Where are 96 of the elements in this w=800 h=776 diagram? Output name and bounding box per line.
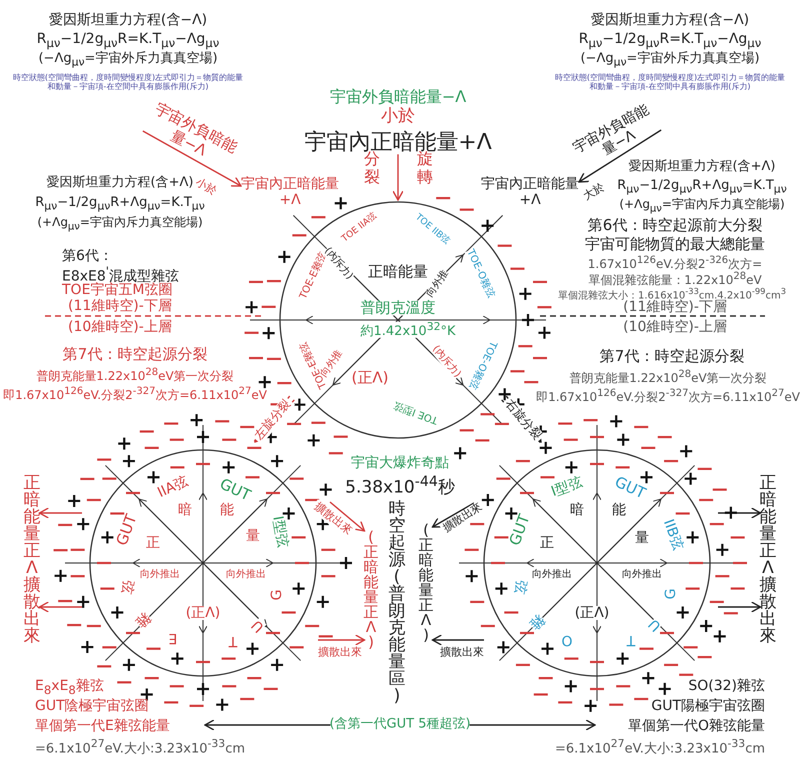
node-text: SO(32)雜弦 (688, 678, 765, 694)
arrow (330, 501, 366, 532)
label-text: 第6代： (62, 248, 113, 264)
label-text: (−Λg$_{μν}$=宇宙外斥力真真空場) (38, 52, 218, 70)
node-text: 正暗能量正Λ擴散出來 (24, 475, 40, 645)
label-text: 普朗克能量1.22x10$^{28}$eV第一次分裂 (569, 369, 767, 386)
circle-label: 普朗克溫度 (360, 300, 436, 316)
label-text: (10維時空)-上層 (623, 319, 727, 336)
circle-label: 暗 (178, 503, 192, 517)
arrow (318, 634, 366, 646)
arrow (718, 601, 762, 613)
circle-label: G (270, 590, 284, 600)
circle-label: (正Λ) (574, 606, 610, 620)
circle-label: 向外推出 (532, 570, 572, 580)
node-text: 單個第一代O雜弦能量 (628, 718, 765, 734)
node-text: 宇宙外負暗能量−Λ (330, 88, 466, 106)
label-text: 時空狀態(空間彎曲程，度時間變慢程度)左式即引力＝物質的能量和動量－宇宙項-在空間中具有膨脹作用(斥力) (12, 73, 244, 92)
node-text: 時空起源(普朗克能量區) (388, 501, 406, 705)
node-text: GUT陽極宇宙弦圈 (651, 698, 765, 714)
node-text: (正暗能量正Λ) (418, 523, 434, 643)
circle-label: T (626, 633, 636, 647)
circle-label: 雜 (133, 610, 153, 630)
circle-label: 量 (246, 529, 260, 543)
arrow (204, 719, 330, 731)
label-text: (+Λg$_{μν}$=宇宙內斥力真空能場) (37, 216, 203, 233)
arrow (432, 502, 474, 528)
label-text: 宇宙可能物質的最大總能量 (585, 236, 765, 254)
arrow (38, 507, 82, 519)
label-text: (−Λg$_{μν}$=宇宙外斥力真真空場) (580, 52, 760, 70)
circle-label: 能 (220, 503, 234, 517)
node-text: 小於 (381, 107, 415, 127)
circle-label: 弦 (512, 578, 528, 596)
circle-label: 暗 (570, 503, 584, 517)
arrow (578, 129, 662, 183)
node-text: GUT陰極宇宙弦圈 (35, 698, 149, 714)
circle-label: (內斥力) (430, 344, 462, 380)
node-text: 正暗能量正Λ擴散出來 (760, 475, 776, 645)
node-text: 宇宙內正暗能量+Λ (480, 176, 580, 208)
circle-label: 向外推出 (622, 570, 662, 580)
edge-label: 擴散出來 (438, 646, 486, 660)
circle-label: (正Λ) (352, 370, 388, 386)
node-text: 5.38x10$^{-44}$秒 (345, 474, 455, 498)
label-text: R$_{μν}$−1/2g$_{μν}$R=K.T$_{μν}$−Λg$_{μν}$ (36, 31, 220, 50)
circle-label: 向外推出 (226, 570, 266, 580)
label-text: (+Λg$_{μν}$=宇宙內斥力真空能場) (619, 198, 785, 215)
node-text: =6.1x10$^{27}$eV.大小:3.23x10$^{-33}$cm (554, 738, 765, 758)
label-text: (10維時空)-上層 (68, 319, 172, 336)
label-text: (11維時空)-下層 (623, 299, 727, 316)
arrow (432, 634, 484, 646)
node-text: =6.1x10$^{27}$eV.大小:3.23x10$^{-33}$cm (35, 738, 246, 758)
circle-label: 向外推出 (140, 570, 180, 580)
node-text: 單個第一代E雜弦能量 (35, 718, 170, 734)
label-text: 愛因斯坦重力方程(含+Λ) (46, 176, 194, 191)
node-text: (含第一代GUT 5種超弦) (329, 718, 471, 732)
label-text: 愛因斯坦重力方程(含−Λ) (590, 12, 750, 28)
label-text: 第7代：時空起源分裂 (62, 346, 208, 364)
label-text: 第6代：時空起源前大分裂 (588, 217, 762, 234)
node-text: 宇宙內正暗能量+Λ (240, 176, 340, 208)
circle-label: 約1.42x10$^{32}$°K (360, 322, 456, 338)
circle-label: U (249, 617, 267, 635)
label-text: R$_{μν}$−1/2g$_{μν}$R+Λg$_{μν}$=K.T$_{μν}$ (35, 196, 205, 214)
label-text: 1.67x10$^{126}$eV.分裂2$^{-326}$次方= (588, 255, 762, 272)
circle-label: 正暗能量 (368, 264, 428, 280)
circle-label: O (561, 633, 573, 647)
edge-label: 擴散出來 (316, 646, 364, 660)
label-text: R$_{μν}$−1/2g$_{μν}$R=K.T$_{μν}$−Λg$_{μν}$ (578, 31, 762, 50)
arrow (38, 601, 82, 613)
circle-label: T (228, 634, 238, 648)
label-text: (11維時空)-下層 (68, 298, 172, 314)
node-text: (正暗能量正Λ) (364, 530, 378, 650)
label-text: 愛因斯坦重力方程(含−Λ) (48, 12, 208, 28)
label-text: 時空狀態(空間彎曲程，度時間變慢程度)左式即引力＝物質的能量和動量－宇宙項-在空間中具有膨脹作用(斥力) (554, 73, 786, 92)
circle-label: I型弦 (270, 514, 290, 550)
node-text: 宇宙外負暗能量−Λ (142, 99, 242, 173)
circle-label: G (664, 588, 678, 600)
label-text: 旋轉 (417, 150, 433, 187)
label-text: 第7代：時空起源分裂 (600, 348, 744, 366)
circle-label: 正 (540, 536, 554, 550)
circle-label: I型弦 (550, 474, 584, 500)
arrow (392, 154, 404, 201)
circle-label: 量 (635, 531, 649, 545)
circle-label: 雜 (527, 612, 547, 632)
node-text: E$_{8}$xE$_{8}$雜弦 (35, 678, 104, 698)
circle-label: 能 (612, 503, 626, 517)
arrow (470, 719, 596, 731)
arrow (142, 130, 242, 187)
circle-label: 正 (146, 536, 160, 550)
circle-label: 弦 (118, 578, 136, 596)
circle-label: (正Λ) (186, 606, 220, 620)
circle-label: U (646, 616, 664, 634)
node-text: 宇宙大爆炸奇點 (351, 455, 449, 472)
circle-label: E (168, 631, 178, 645)
label-text: 單個混雜弦能量：1.22x10$^{28}$eV (588, 271, 762, 288)
label-text: 愛因斯坦重力方程(含+Λ) (628, 160, 776, 175)
label-text: R$_{μν}$−1/2g$_{μν}$R+Λg$_{μν}$=K.T$_{μν}$ (617, 179, 787, 196)
label-text: 普朗克能量1.22x10$^{28}$eV第一次分裂 (36, 367, 234, 384)
